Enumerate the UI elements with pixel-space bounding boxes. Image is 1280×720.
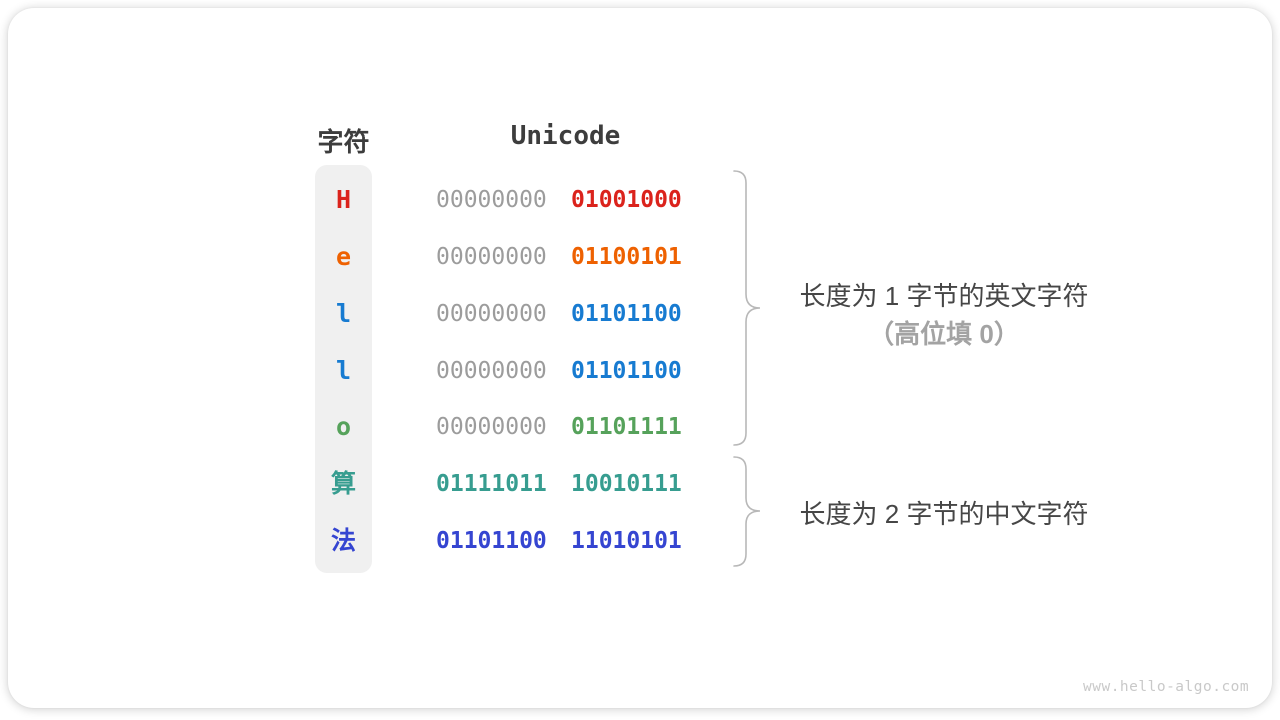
binary-byte-low: 11010101 xyxy=(571,528,682,554)
binary-byte-high: 00000000 xyxy=(436,358,547,384)
table-row: 算 01111011 10010111 xyxy=(8,464,728,504)
binary-byte-high: 00000000 xyxy=(436,301,547,327)
binary-byte-high: 01111011 xyxy=(436,471,547,497)
character-cell: 算 xyxy=(330,469,356,498)
table-row: l 00000000 01101100 xyxy=(8,351,728,391)
binary-byte-low: 01101100 xyxy=(571,301,682,327)
binary-byte-high: 01101100 xyxy=(436,528,547,554)
column-header-character: 字符 xyxy=(317,127,370,157)
character-cell: 法 xyxy=(330,526,356,555)
annotation-chinese-chars: 长度为 2 字节的中文字符 xyxy=(799,499,1089,529)
grouping-braces xyxy=(733,170,761,567)
character-cell: e xyxy=(335,242,352,271)
table-row: 法 01101100 11010101 xyxy=(8,521,728,561)
table-row: o 00000000 01101111 xyxy=(8,407,728,447)
binary-byte-high: 00000000 xyxy=(436,244,547,270)
binary-byte-low: 01101111 xyxy=(571,414,682,440)
annotation-english-chars: 长度为 1 字节的英文字符 xyxy=(799,281,1089,311)
column-header-unicode: Unicode xyxy=(510,121,621,151)
binary-byte-high: 00000000 xyxy=(436,414,547,440)
binary-byte-low: 01001000 xyxy=(571,187,682,213)
brace-1-byte-group-icon xyxy=(733,170,761,446)
watermark-url: www.hello-algo.com xyxy=(1083,679,1250,695)
table-row: e 00000000 01100101 xyxy=(8,237,728,277)
diagram-card: 字符 Unicode H 00000000 01001000 e 0000000… xyxy=(8,8,1272,708)
character-cell: o xyxy=(335,412,352,441)
binary-byte-low: 01100101 xyxy=(571,244,682,270)
table-row: H 00000000 01001000 xyxy=(8,180,728,220)
binary-byte-low: 10010111 xyxy=(571,471,682,497)
binary-byte-low: 01101100 xyxy=(571,358,682,384)
character-cell: H xyxy=(335,185,352,214)
character-column-background xyxy=(315,165,372,573)
table-row: l 00000000 01101100 xyxy=(8,294,728,334)
binary-byte-high: 00000000 xyxy=(436,187,547,213)
brace-2-byte-group-icon xyxy=(733,456,761,567)
character-cell: l xyxy=(335,356,352,385)
annotation-high-bits-zero: （高位填 0） xyxy=(868,319,1020,349)
character-cell: l xyxy=(335,299,352,328)
